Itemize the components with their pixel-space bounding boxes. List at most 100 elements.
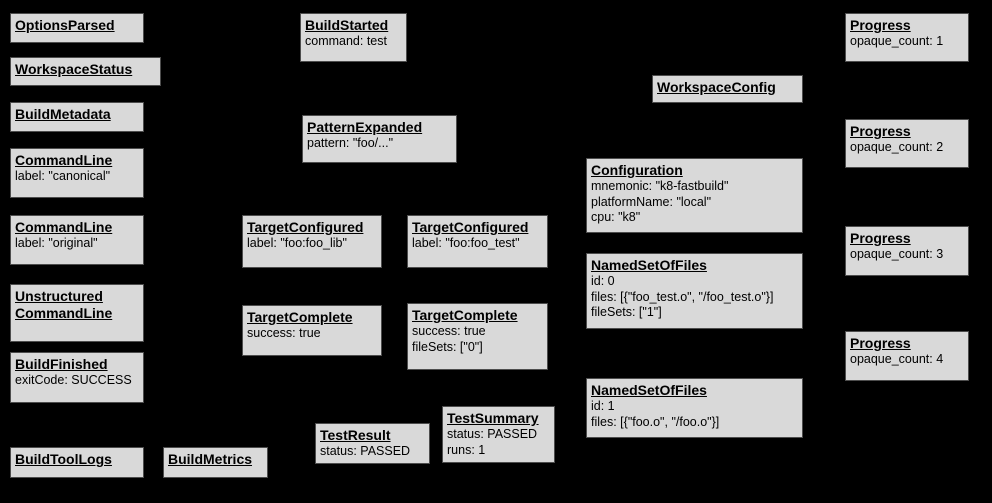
- event-node-title: OptionsParsed: [15, 17, 138, 34]
- event-node-title: CommandLine: [15, 219, 138, 236]
- event-node-title: Progress: [850, 17, 963, 34]
- node-field-text: cpu: "k8": [591, 210, 641, 224]
- event-node-title: CommandLine: [15, 152, 138, 169]
- node-workspace-status: WorkspaceStatus: [10, 57, 161, 86]
- node-title-text: BuildMetrics: [168, 451, 253, 467]
- node-build-started: BuildStarted command: test: [300, 13, 407, 62]
- node-title-text: CommandLine: [15, 219, 113, 235]
- node-pattern-expanded: PatternExpanded pattern: "foo/...": [302, 115, 457, 163]
- node-title-text: Unstructured: [15, 288, 103, 304]
- event-node-title: NamedSetOfFiles: [591, 382, 797, 399]
- event-node-title: BuildFinished: [15, 356, 138, 373]
- node-field-text: mnemonic: "k8-fastbuild": [591, 179, 729, 193]
- node-configuration: Configuration mnemonic: "k8-fastbuild"pl…: [586, 158, 803, 233]
- node-field-text: pattern: "foo/...": [307, 136, 394, 150]
- node-progress-4: Progress opaque_count: 4: [845, 331, 969, 381]
- node-build-tool-logs: BuildToolLogs: [10, 447, 144, 478]
- event-node-title: TestResult: [320, 427, 424, 444]
- node-field-text: opaque_count: 3: [850, 247, 944, 261]
- node-title-text: Progress: [850, 17, 911, 33]
- event-node-fields: success: true: [247, 326, 376, 342]
- node-title-text: WorkspaceConfig: [657, 79, 776, 95]
- node-title-text: TargetComplete: [247, 309, 353, 325]
- node-field-text: success: true: [412, 324, 486, 338]
- event-node-fields: label: "canonical": [15, 169, 138, 185]
- node-title-text: CommandLine: [15, 152, 113, 168]
- node-options-parsed: OptionsParsed: [10, 13, 144, 43]
- event-node-title: BuildMetrics: [168, 451, 262, 468]
- node-title-text: Progress: [850, 123, 911, 139]
- node-progress-1: Progress opaque_count: 1: [845, 13, 969, 62]
- event-node-title: Progress: [850, 335, 963, 352]
- node-title-text: TargetConfigured: [247, 219, 364, 235]
- event-node-title: PatternExpanded: [307, 119, 451, 136]
- node-build-metadata: BuildMetadata: [10, 102, 144, 132]
- node-field-text: status: PASSED: [320, 444, 411, 458]
- node-field-text: id: 1: [591, 399, 615, 413]
- node-field-text: label: "original": [15, 236, 98, 250]
- node-test-result: TestResult status: PASSED: [315, 423, 430, 464]
- node-progress-2: Progress opaque_count: 2: [845, 119, 969, 168]
- event-node-title: Configuration: [591, 162, 797, 179]
- event-node-title: TargetConfigured: [412, 219, 542, 236]
- event-node-fields: command: test: [305, 34, 401, 50]
- event-node-title: WorkspaceConfig: [657, 79, 797, 96]
- node-field-text: opaque_count: 4: [850, 352, 944, 366]
- event-node-fields: opaque_count: 1: [850, 34, 963, 50]
- event-node-fields: exitCode: SUCCESS: [15, 373, 138, 389]
- event-node-fields: label: "foo:foo_test": [412, 236, 542, 252]
- event-node-title: Progress: [850, 123, 963, 140]
- event-node-title: TestSummary: [447, 410, 549, 427]
- node-field-text: label: "canonical": [15, 169, 111, 183]
- node-target-configured-foo-test: TargetConfigured label: "foo:foo_test": [407, 215, 548, 268]
- event-node-title: TargetComplete: [412, 307, 542, 324]
- node-command-line-canonical: CommandLine label: "canonical": [10, 148, 144, 198]
- node-field-text: status: PASSED: [447, 427, 538, 441]
- node-title-text: TargetComplete: [412, 307, 518, 323]
- event-node-fields: mnemonic: "k8-fastbuild"platformName: "l…: [591, 179, 797, 226]
- node-command-line-original: CommandLine label: "original": [10, 215, 144, 265]
- node-progress-3: Progress opaque_count: 3: [845, 226, 969, 276]
- node-field-text: opaque_count: 2: [850, 140, 944, 154]
- node-field-text: fileSets: ["1"]: [591, 305, 662, 319]
- node-title-text: NamedSetOfFiles: [591, 382, 707, 398]
- node-title-text: TestResult: [320, 427, 391, 443]
- event-node-title: TargetConfigured: [247, 219, 376, 236]
- event-node-title: BuildStarted: [305, 17, 401, 34]
- event-node-fields: opaque_count: 3: [850, 247, 963, 263]
- node-title-text: TestSummary: [447, 410, 539, 426]
- node-field-text: label: "foo:foo_test": [412, 236, 520, 250]
- node-target-complete-foo-lib: TargetComplete success: true: [242, 305, 382, 356]
- event-node-fields: label: "original": [15, 236, 138, 252]
- event-node-title: NamedSetOfFiles: [591, 257, 797, 274]
- node-build-finished: BuildFinished exitCode: SUCCESS: [10, 352, 144, 403]
- event-node-title: BuildMetadata: [15, 106, 138, 123]
- node-title-text: OptionsParsed: [15, 17, 115, 33]
- node-workspace-config: WorkspaceConfig: [652, 75, 803, 103]
- node-build-metrics: BuildMetrics: [163, 447, 268, 478]
- node-target-configured-foo-lib: TargetConfigured label: "foo:foo_lib": [242, 215, 382, 268]
- node-field-text: files: [{"foo.o", "/foo.o"}]: [591, 414, 720, 429]
- node-field-text: files: [{"foo_test.o", "/foo_test.o"}]: [591, 289, 774, 304]
- node-title-text: TargetConfigured: [412, 219, 529, 235]
- node-title-text: NamedSetOfFiles: [591, 257, 707, 273]
- node-title-text: CommandLine: [15, 305, 113, 321]
- event-node-fields: pattern: "foo/...": [307, 136, 451, 152]
- node-title-text: WorkspaceStatus: [15, 61, 133, 77]
- event-node-fields: status: PASSED: [320, 444, 424, 460]
- node-field-text: exitCode: SUCCESS: [15, 373, 132, 387]
- node-field-text: fileSets: ["0"]: [412, 339, 483, 354]
- event-node-title: BuildToolLogs: [15, 451, 138, 468]
- node-field-text: runs: 1: [447, 442, 486, 457]
